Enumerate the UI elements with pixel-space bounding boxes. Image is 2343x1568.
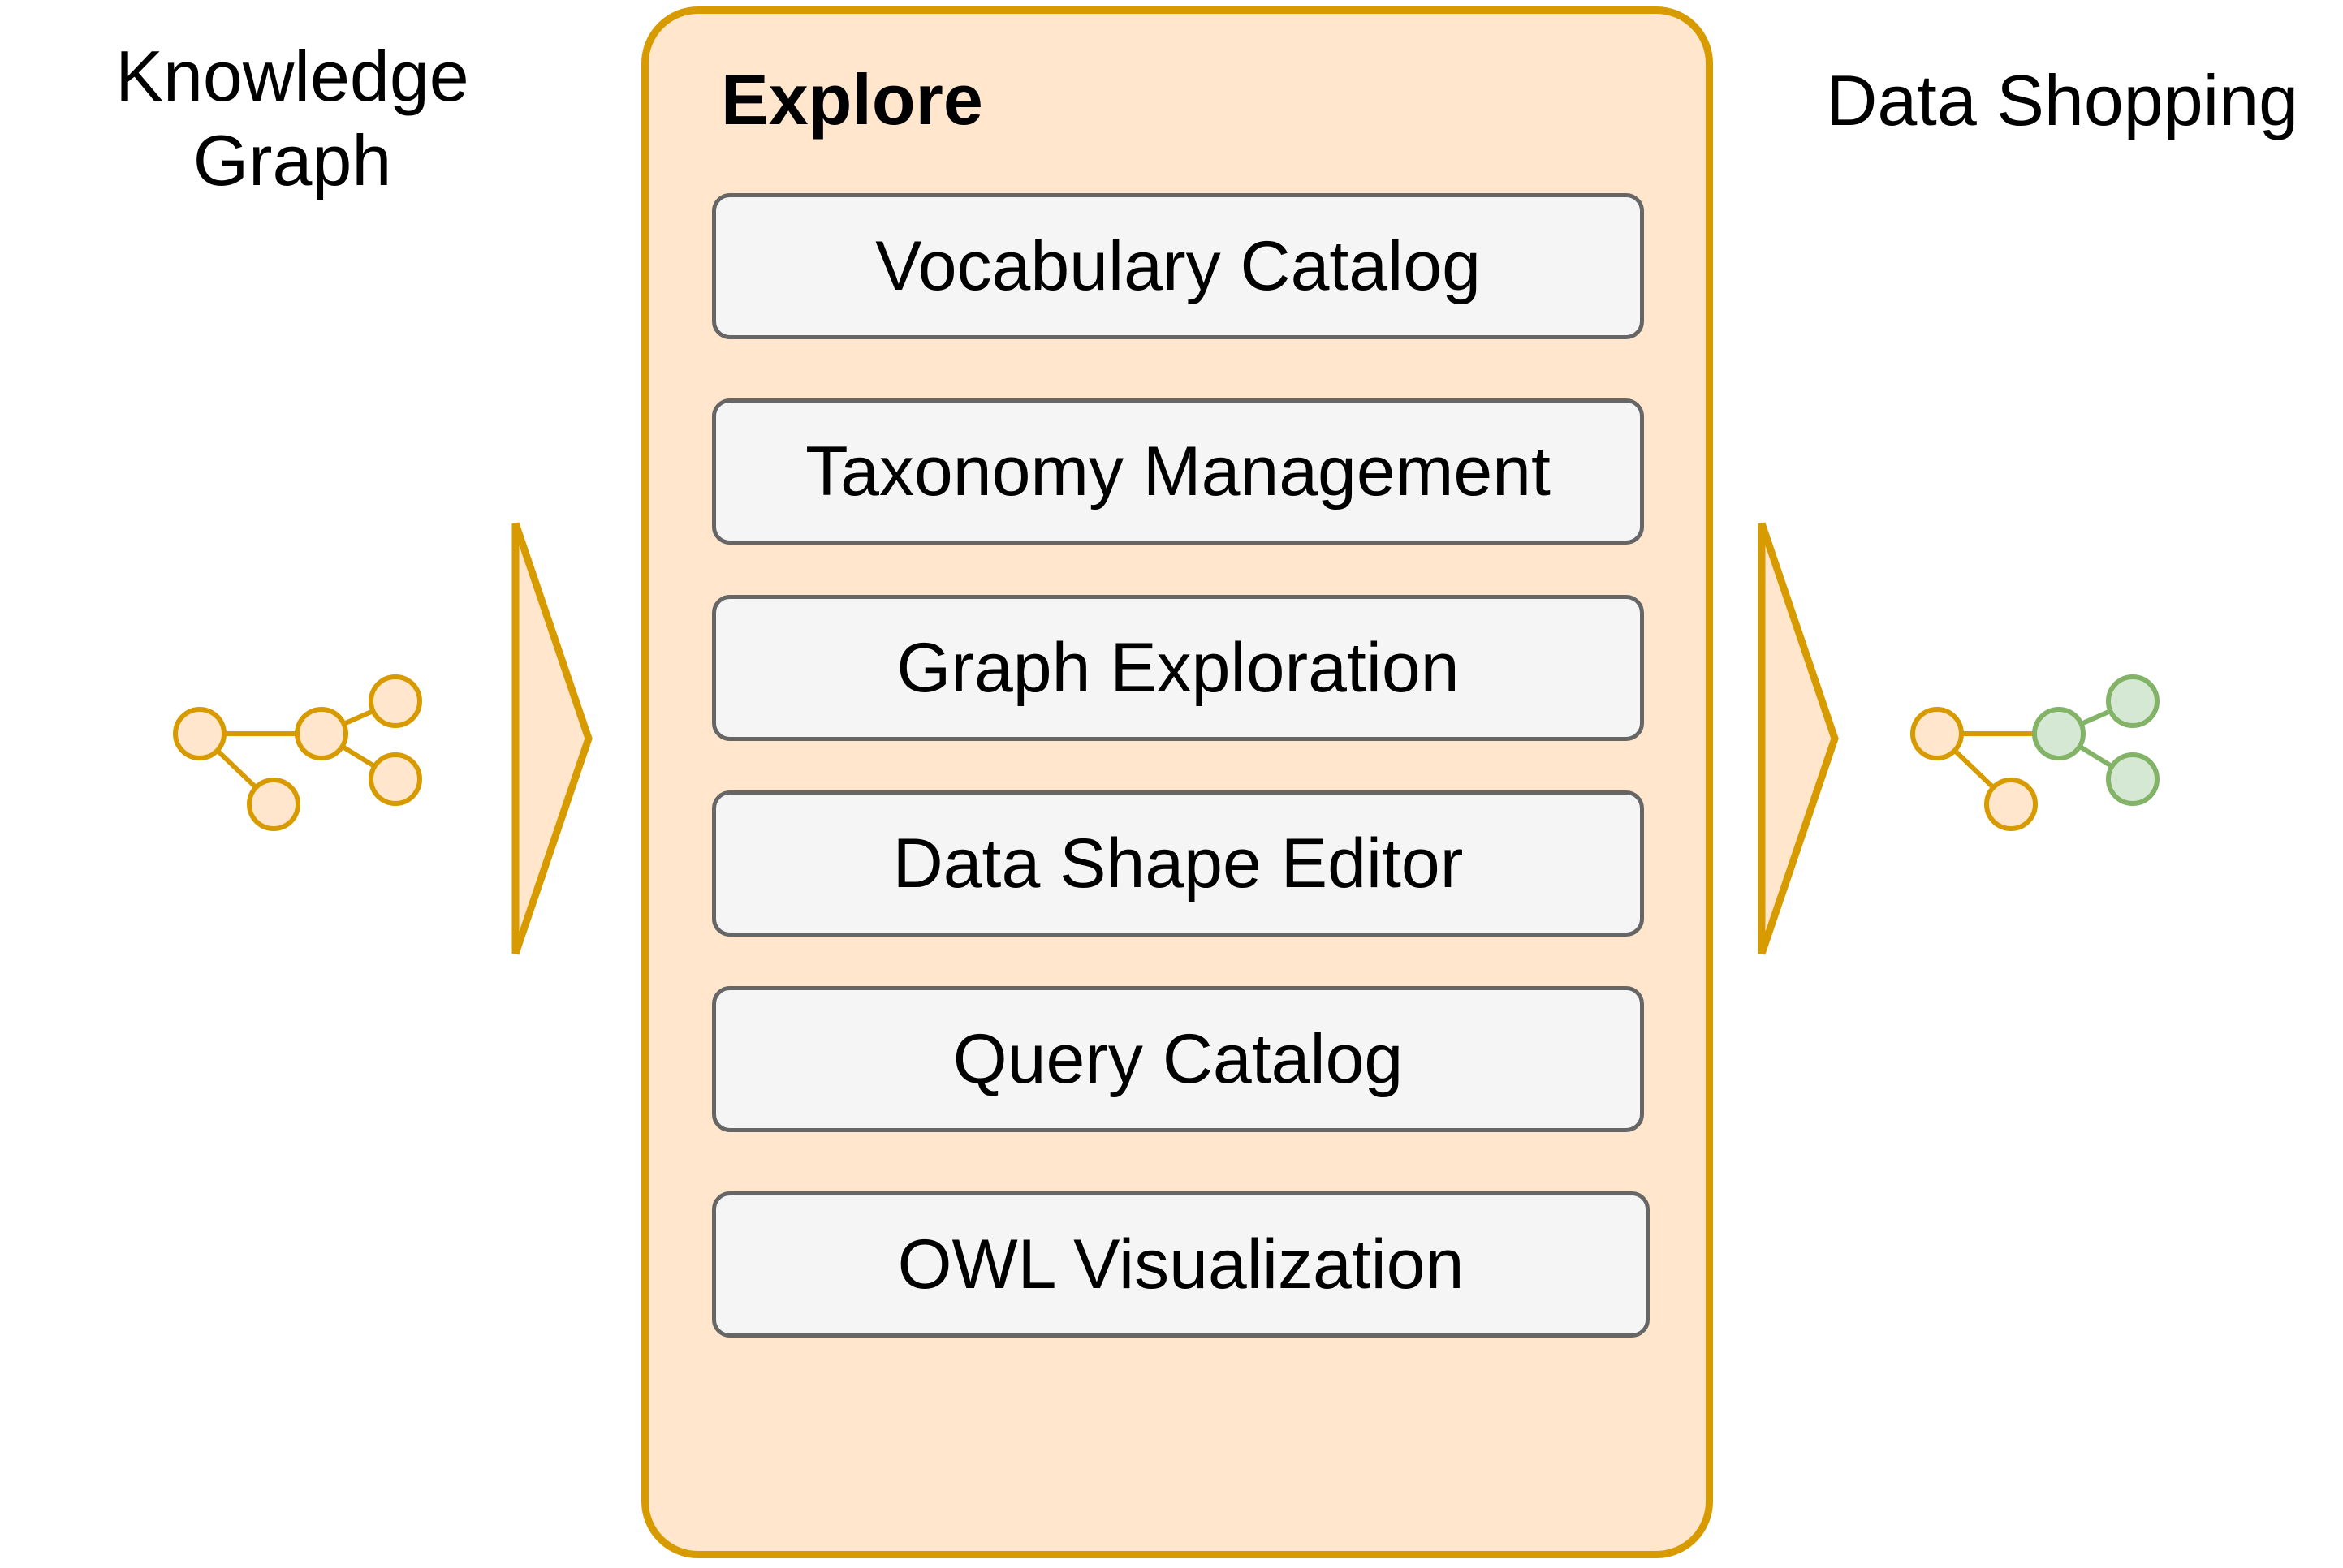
owl-visualization-button[interactable]: OWL Visualization xyxy=(712,1191,1650,1338)
graph-node xyxy=(247,778,300,831)
knowledge-graph-label: Knowledge Graph xyxy=(97,34,487,203)
graph-node xyxy=(2032,707,2086,760)
knowledge-graph-label-line-2: Graph xyxy=(192,119,392,200)
data-shopping-label: Data Shopping xyxy=(1825,60,2299,140)
graph-node xyxy=(369,674,422,728)
vocabulary-catalog-button[interactable]: Vocabulary Catalog xyxy=(712,193,1644,339)
data-shape-editor-button[interactable]: Data Shape Editor xyxy=(712,790,1644,937)
data-graph-icon xyxy=(1910,674,2160,831)
graph-node xyxy=(1910,707,1964,760)
graph-node xyxy=(295,707,348,760)
graph-node xyxy=(173,707,227,760)
graph-node xyxy=(2106,674,2160,728)
chevron-arrow-icon xyxy=(1758,522,1839,955)
graph-node xyxy=(369,752,422,806)
knowledge-graph-icon xyxy=(173,674,422,831)
taxonomy-management-button[interactable]: Taxonomy Management xyxy=(712,398,1644,545)
chevron-arrow-icon xyxy=(511,522,593,955)
query-catalog-button[interactable]: Query Catalog xyxy=(712,986,1644,1132)
graph-exploration-button[interactable]: Graph Exploration xyxy=(712,595,1644,741)
knowledge-graph-label-line-1: Knowledge xyxy=(115,36,469,116)
explore-title: Explore xyxy=(721,59,983,140)
graph-node xyxy=(2106,752,2160,806)
graph-node xyxy=(1984,778,2038,831)
